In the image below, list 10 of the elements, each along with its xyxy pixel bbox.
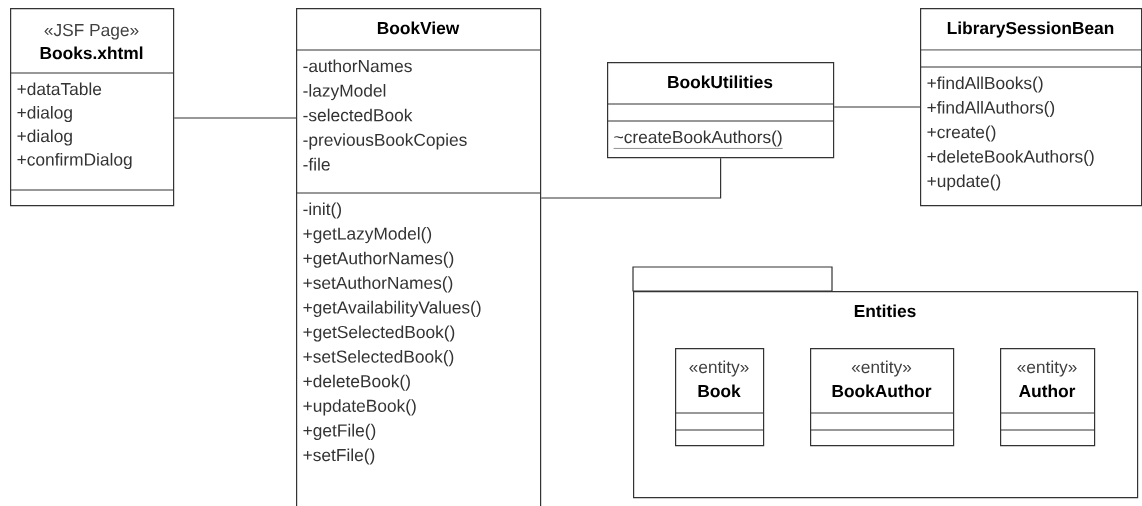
association-line bbox=[173, 117, 297, 119]
association-line bbox=[540, 157, 722, 199]
class-box: «entity» BookAuthor bbox=[809, 348, 955, 447]
class-box: BookView -authorNames -lazyModel -selectedBook -previousBookCopies -file -init() +getLazyModel() +getAuthorNames() +setAuthorNames() +getAvailabilityValues() +getSelectedBook() +setSelectedBook() +deleteBook() +updateBook() +getFile() +setFile() bbox=[295, 8, 542, 506]
class-box: «JSF Page» Books.xhtml +dataTable +dialog +dialog +confirmDialog bbox=[9, 8, 175, 207]
class-box: «entity» Author bbox=[999, 348, 1096, 447]
class-box: LibrarySessionBean +findAllBooks() +findAllAuthors() +create() +deleteBookAuthors() +update() bbox=[919, 8, 1142, 207]
association-line bbox=[833, 106, 921, 108]
class-box: BookUtilities ~createBookAuthors() bbox=[606, 62, 835, 159]
class-box: «entity» Book bbox=[674, 348, 765, 447]
